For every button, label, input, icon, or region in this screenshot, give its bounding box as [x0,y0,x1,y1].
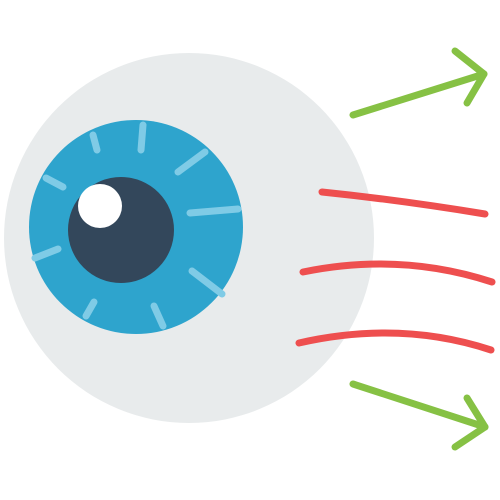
arrow-shaft [349,70,488,119]
iris-highlight-line [150,302,167,330]
glint [78,184,122,228]
arrow-down-right-icon [349,380,489,451]
iris-highlights [31,121,242,330]
iris-highlight-line [174,148,209,176]
iris-highlight-line [42,174,67,191]
arrow-shaft [349,380,489,431]
motion-line [299,260,496,286]
arrow-head [451,47,488,107]
iris-highlight-line [31,245,62,262]
iris-highlight-line [82,298,98,320]
motion-lines [295,188,496,354]
iris-highlight-line [188,267,226,298]
iris-highlight-line [89,131,101,154]
motion-line [295,329,495,354]
arrows [349,47,489,451]
iris-highlight-line [137,121,147,154]
motion-line [318,188,489,218]
iris-highlight-line [186,205,242,217]
arrow-head [451,394,489,451]
arrow-up-right-icon [349,47,488,119]
